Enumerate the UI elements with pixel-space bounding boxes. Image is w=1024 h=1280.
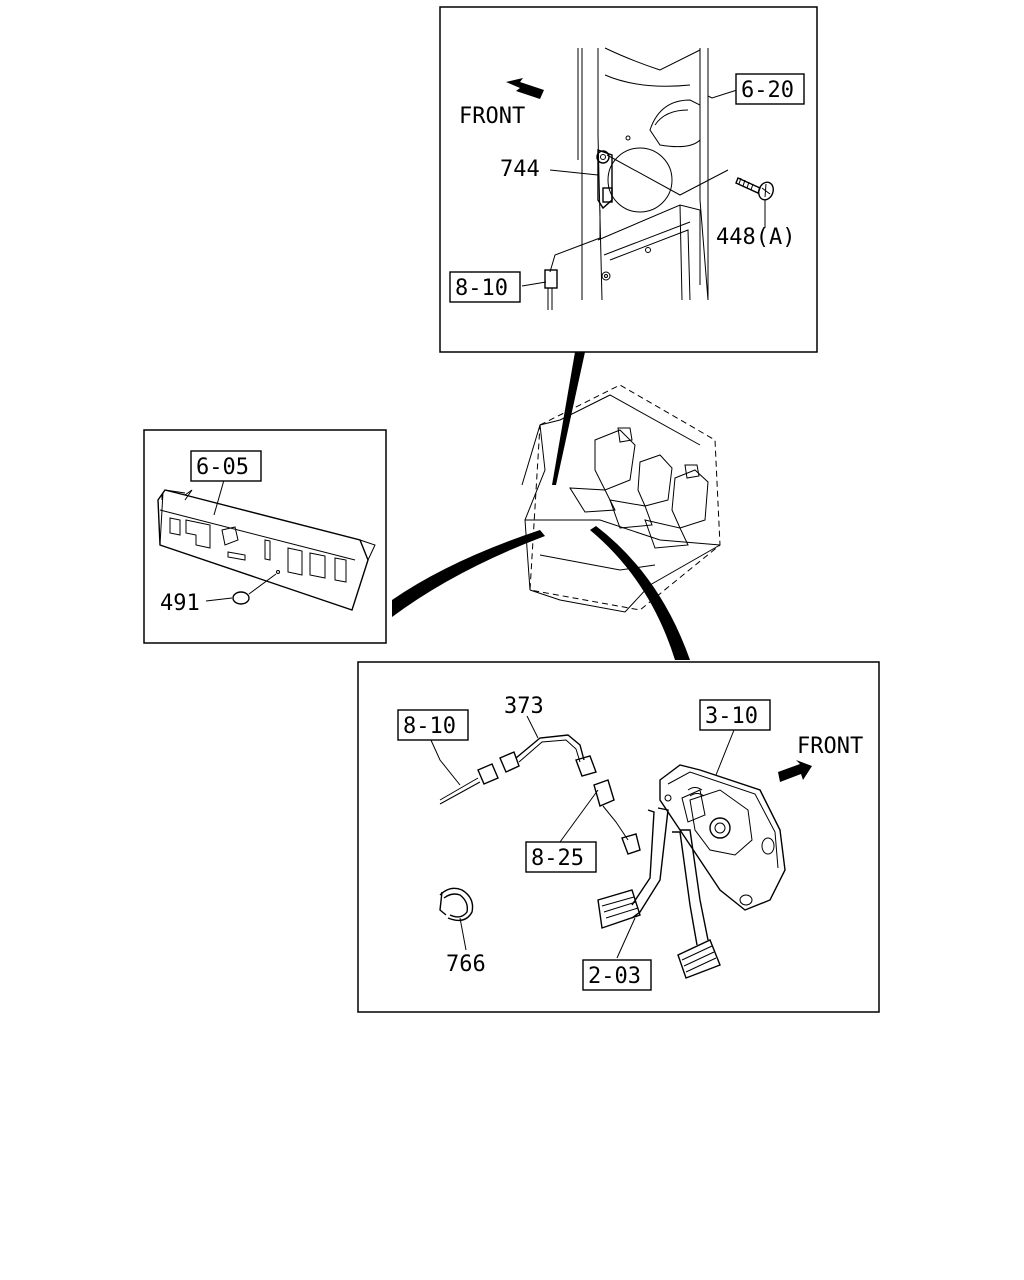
ref-6-20: 6-20 [741,78,794,103]
front-arrow-icon-bottom [778,760,812,782]
pointer-top [552,352,585,485]
grommet-icon [232,591,250,605]
ref-box-6-20 [735,73,805,105]
part-373-label: 373 [504,694,544,719]
front-label-bottom: FRONT [797,734,863,759]
screw-icon [735,177,774,201]
ref-8-10-bottom: 8-10 [403,714,456,739]
ref-box-3-10 [699,699,771,731]
pointer-left [392,530,545,617]
left-detail-panel [143,429,387,644]
part-744-label: 744 [500,157,540,182]
ref-8-10-top: 8-10 [455,276,508,301]
ref-2-03: 2-03 [588,964,641,989]
cab-illustration [521,384,721,613]
ref-3-10: 3-10 [705,704,758,729]
clip-icon [439,887,474,922]
part-448a-label: 448(A) [716,225,795,250]
ref-box-8-25 [525,841,597,873]
ref-box-8-10-top [449,271,521,303]
ref-6-05: 6-05 [196,455,249,480]
ref-8-25: 8-25 [531,846,584,871]
front-arrow-icon [506,78,544,99]
ref-box-6-05 [190,450,262,482]
part-491-label: 491 [160,591,200,616]
ref-box-2-03 [582,959,652,991]
pointer-bottom [590,526,690,660]
front-label-top: FRONT [459,104,525,129]
ref-box-8-10-bottom [397,709,469,741]
part-766-label: 766 [446,952,486,977]
